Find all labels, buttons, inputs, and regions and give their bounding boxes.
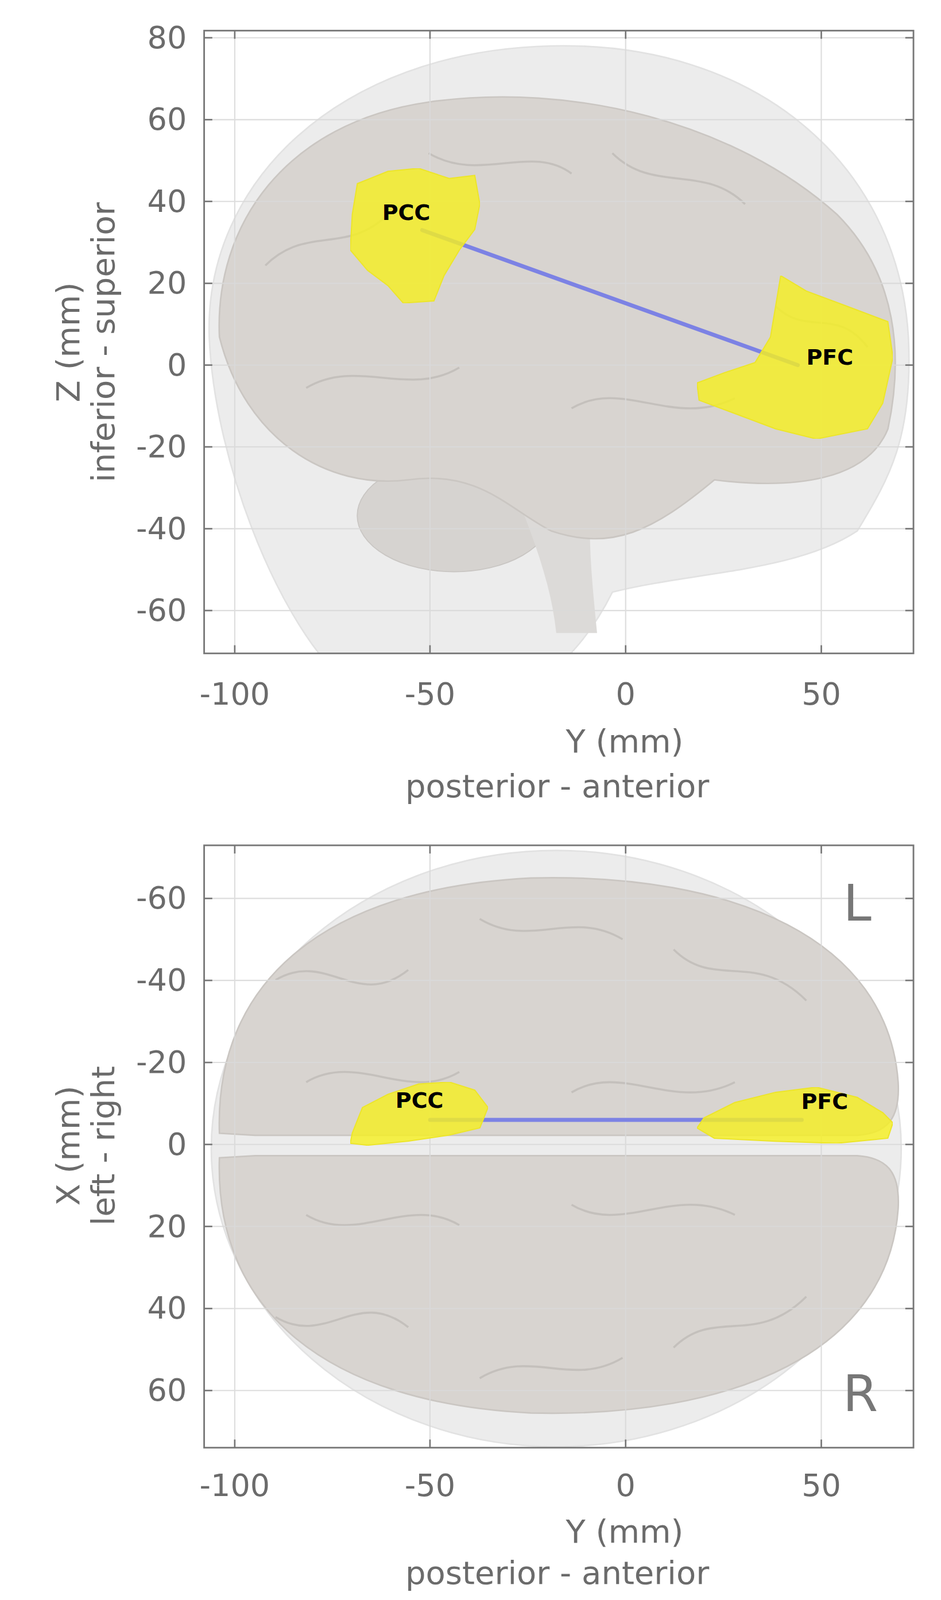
tick-label: 0 — [616, 1469, 636, 1501]
tick-label: 20 — [147, 1210, 188, 1242]
tick-label: -40 — [136, 964, 187, 996]
axis-title: posterior - anterior — [405, 1556, 710, 1589]
region-fill — [696, 275, 893, 439]
tick-label: 50 — [801, 1469, 842, 1501]
tick-label: 20 — [147, 267, 188, 299]
tick-label: -60 — [136, 882, 187, 914]
tick-label: -60 — [136, 594, 187, 626]
axis-title: left - right — [87, 1065, 120, 1226]
hemisphere-letter: L — [843, 877, 872, 929]
region-label: PCC — [382, 201, 431, 224]
brain-region: PCC — [350, 1081, 489, 1145]
axis-title: Y (mm) — [566, 1515, 684, 1548]
region-shape — [696, 275, 893, 439]
tick-label: -100 — [199, 1469, 271, 1501]
brain-region: PFC — [696, 275, 893, 439]
tick-label: -20 — [136, 1046, 187, 1078]
tick-label: 60 — [147, 1374, 188, 1406]
region-fill — [350, 1081, 489, 1145]
connectivity-line — [421, 230, 798, 366]
hemisphere-letter: R — [842, 1368, 878, 1419]
axis-title: Y (mm) — [566, 725, 684, 758]
region-fill — [350, 168, 480, 304]
tick-label: 60 — [147, 103, 188, 135]
tick-label: 0 — [167, 1128, 187, 1160]
tick-label: 80 — [147, 22, 188, 54]
tick-label: -20 — [136, 431, 187, 463]
axis-title: Z (mm) — [52, 281, 85, 402]
region-shape — [350, 168, 480, 304]
region-fill — [696, 1086, 893, 1144]
axis-title: X (mm) — [52, 1085, 85, 1206]
brain-region: PFC — [696, 1086, 893, 1144]
tick-label: -40 — [136, 513, 187, 545]
tick-label: -50 — [404, 678, 456, 710]
tick-label: 40 — [147, 1292, 188, 1324]
axis-title: inferior - superior — [87, 202, 120, 482]
tick-label: 0 — [167, 349, 187, 381]
brain-region: PCC — [350, 168, 480, 304]
tick-label: 50 — [801, 678, 842, 710]
tick-label: -50 — [404, 1469, 456, 1501]
region-label: PFC — [806, 346, 854, 369]
region-label: PCC — [395, 1089, 444, 1111]
tick-label: 0 — [616, 678, 636, 710]
axis-title: posterior - anterior — [405, 769, 710, 803]
region-shape — [696, 1086, 893, 1144]
tick-label: 40 — [147, 186, 188, 218]
tick-label: -100 — [199, 678, 271, 710]
region-label: PFC — [801, 1090, 849, 1113]
